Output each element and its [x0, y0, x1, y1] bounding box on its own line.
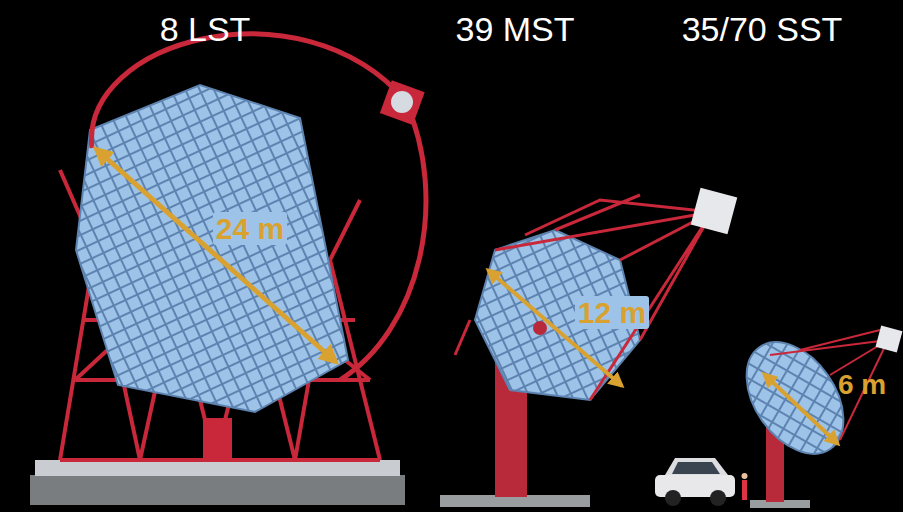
- mst-telescope: [440, 188, 737, 507]
- dimension-label: 12 m: [575, 296, 649, 329]
- telescope-count: 39 MST: [455, 11, 574, 48]
- car: [655, 458, 748, 506]
- dimension-label: 24 m: [213, 212, 287, 245]
- dimension-label: 6 m: [838, 370, 886, 401]
- sst-telescope: [727, 324, 903, 508]
- lst-telescope: [30, 34, 426, 505]
- telescope-count: 35/70 SST: [682, 11, 843, 48]
- telescope-count: 8 LST: [160, 11, 251, 48]
